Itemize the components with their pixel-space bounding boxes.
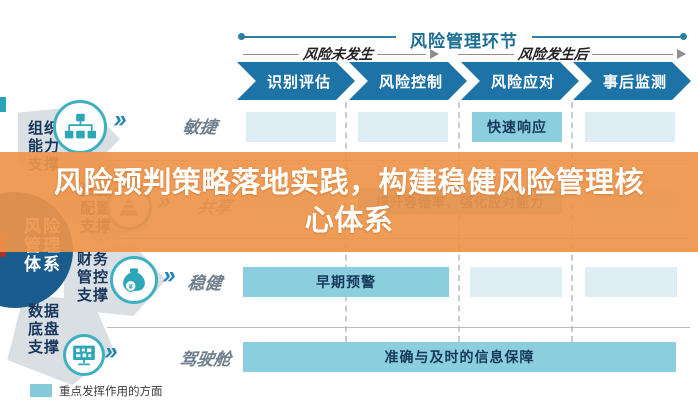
row-label-cockpit: 驾驶舱 bbox=[178, 350, 233, 370]
flow-title: 风险管理环节 bbox=[410, 32, 518, 51]
phase-after-label: 风险发生后 bbox=[517, 47, 589, 63]
headline-banner: 风险预判策略落地实践，构建稳健风险管理核心体系 bbox=[0, 152, 698, 252]
phase-line bbox=[243, 53, 299, 55]
stage-chevron-risk-response: 风险应对 bbox=[461, 62, 579, 100]
phase-before-label: 风险未发生 bbox=[302, 47, 374, 63]
phase-line bbox=[377, 53, 426, 55]
flowline-endpoint-dot bbox=[680, 33, 687, 40]
placeholder-box bbox=[470, 267, 562, 297]
legend-swatch bbox=[30, 384, 52, 397]
org-chart-icon bbox=[53, 100, 107, 154]
svg-text:¥: ¥ bbox=[129, 282, 134, 291]
support-label-data: 数据底盘支撑 bbox=[28, 303, 61, 356]
edge-accent-teal bbox=[0, 97, 6, 112]
stage-chevron-risk-control: 风险控制 bbox=[349, 62, 467, 100]
support-label-finance: 财务管控支撑 bbox=[77, 251, 110, 304]
phase-line bbox=[592, 53, 673, 55]
placeholder-box bbox=[585, 112, 675, 142]
highlight-box-quick-response: 快速响应 bbox=[472, 112, 562, 142]
flowline-segment bbox=[532, 36, 680, 38]
arrowhead-icon bbox=[677, 49, 686, 59]
placeholder-box bbox=[585, 267, 677, 297]
placeholder-box bbox=[246, 112, 336, 142]
placeholder-box bbox=[358, 112, 448, 142]
flowline-segment bbox=[244, 36, 396, 38]
highlight-box-early-warning: 早期预警 bbox=[243, 267, 449, 297]
phase-line bbox=[458, 53, 514, 55]
row-label-agile: 敏捷 bbox=[181, 118, 219, 138]
legend-label: 重点发挥作用的方面 bbox=[59, 386, 163, 398]
row-separator bbox=[107, 327, 690, 328]
row-label-robust: 稳健 bbox=[186, 274, 224, 294]
highlight-box-info-guarantee: 准确与及时的信息保障 bbox=[243, 342, 676, 372]
dashboard-icon bbox=[63, 334, 105, 376]
stage-chevron-identify-assess: 识别评估 bbox=[237, 62, 355, 100]
phase-before-arrow: 风险未发生 bbox=[243, 46, 439, 63]
stage-chevron-post-monitoring: 事后监测 bbox=[573, 62, 691, 100]
arrowhead-icon bbox=[430, 49, 439, 59]
double-chevron-icon bbox=[160, 262, 176, 290]
moneybag-icon: ¥ bbox=[110, 256, 158, 304]
double-chevron-icon bbox=[111, 106, 127, 134]
phase-after-arrow: 风险发生后 bbox=[458, 46, 686, 63]
flowline-endpoint-dot bbox=[238, 33, 245, 40]
headline-title: 风险预判策略落地实践，构建稳健风险管理核心体系 bbox=[54, 167, 645, 237]
